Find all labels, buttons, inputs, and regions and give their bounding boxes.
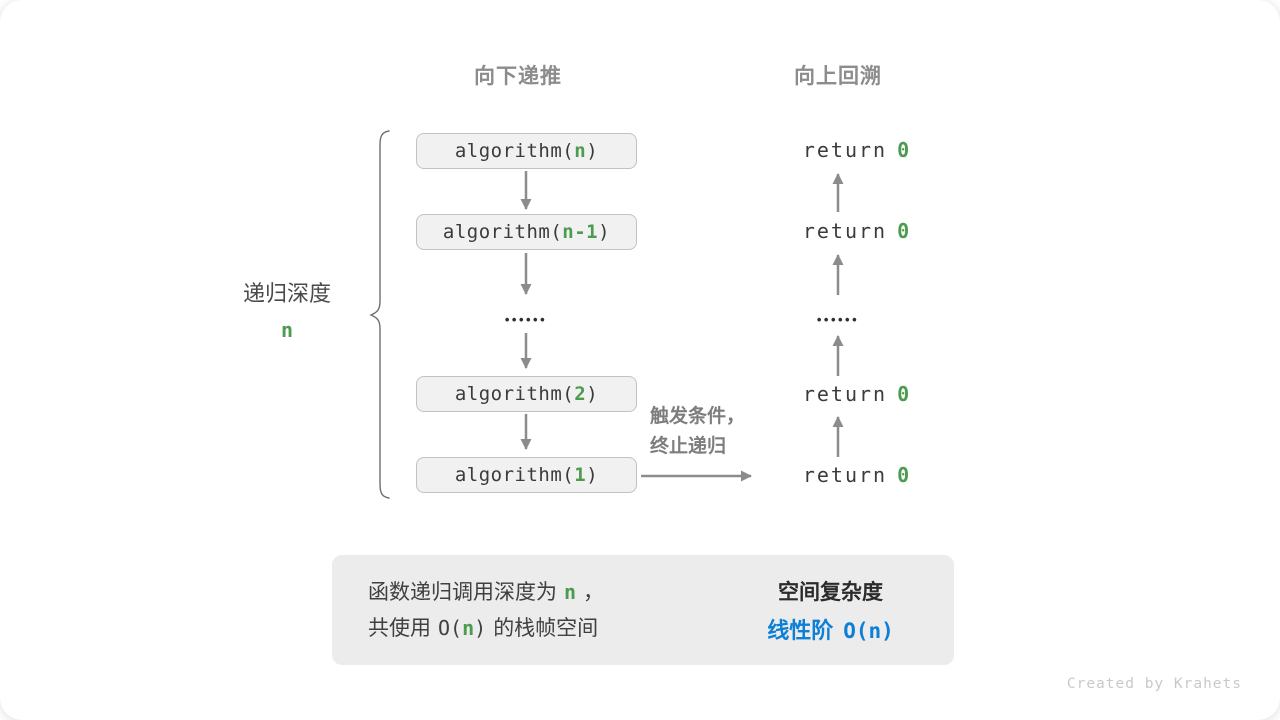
call-box-n-post: ) [586, 140, 599, 162]
return-value: 0 [897, 138, 912, 162]
big-o-open: O( [438, 616, 463, 640]
return-value: 0 [897, 382, 912, 406]
call-box-n-1: algorithm(n-1) [416, 214, 637, 250]
call-box-n: algorithm(n) [416, 133, 637, 169]
summary-line-1: 函数递归调用深度为 n ， [368, 578, 698, 607]
return-value: 0 [897, 463, 912, 487]
call-box-2-arg: 2 [574, 383, 587, 405]
return-value: 0 [897, 219, 912, 243]
summary-line-2: 共使用 O(n) 的栈帧空间 [368, 614, 698, 643]
summary-line2-arg: n [462, 616, 475, 640]
call-box-n-pre: algorithm( [454, 140, 575, 162]
call-box-n-arg: n [574, 140, 587, 162]
ellipsis-left: •••••• [504, 312, 548, 327]
return-keyword: return [802, 138, 888, 162]
termination-note-line1: 触发条件， [650, 406, 746, 427]
return-keyword: return [802, 219, 888, 243]
return-row-4: return 0 [752, 462, 962, 489]
return-row-2: return 0 [752, 218, 962, 245]
depth-label: 递归深度 [242, 281, 331, 306]
call-box-1-pre: algorithm( [454, 464, 575, 486]
summary-line2-post: 的栈帧空间 [493, 617, 599, 640]
summary-panel [332, 555, 954, 665]
summary-line2-code: O(n) [438, 616, 486, 640]
summary-line2-pre: 共使用 [368, 617, 431, 640]
call-box-2: algorithm(2) [416, 376, 637, 412]
call-box-1: algorithm(1) [416, 457, 637, 493]
ellipsis-right: •••••• [816, 312, 860, 327]
termination-note-line2: 终止递归 [650, 436, 727, 457]
brace-left-icon [369, 130, 390, 499]
big-o-close: ) [474, 616, 487, 640]
call-box-n-1-post: ) [598, 221, 611, 243]
credit-text: Created by Krahets [1066, 676, 1242, 692]
depth-value: n [280, 318, 294, 342]
call-box-n-1-pre: algorithm( [442, 221, 563, 243]
column-header-recurse: 向下递推 [474, 65, 562, 88]
summary-line1-arg: n [564, 580, 577, 604]
call-box-1-post: ) [586, 464, 599, 486]
space-complexity-result: 线性阶 O(n) [728, 613, 933, 645]
complexity-class-label: 线性阶 [767, 618, 834, 643]
space-complexity-title: 空间复杂度 [778, 581, 883, 604]
summary-line1-pre: 函数递归调用深度为 [368, 581, 557, 604]
return-keyword: return [802, 382, 888, 406]
return-row-1: return 0 [752, 137, 962, 164]
call-box-1-arg: 1 [574, 464, 587, 486]
summary-line1-post: ， [583, 581, 605, 604]
call-box-2-pre: algorithm( [454, 383, 575, 405]
column-header-backtrack: 向上回溯 [794, 65, 882, 88]
return-keyword: return [802, 463, 888, 487]
call-box-2-post: ) [586, 383, 599, 405]
return-row-3: return 0 [752, 381, 962, 408]
complexity-big-o: O(n) [843, 619, 894, 643]
call-box-n-1-arg: n-1 [562, 221, 599, 243]
